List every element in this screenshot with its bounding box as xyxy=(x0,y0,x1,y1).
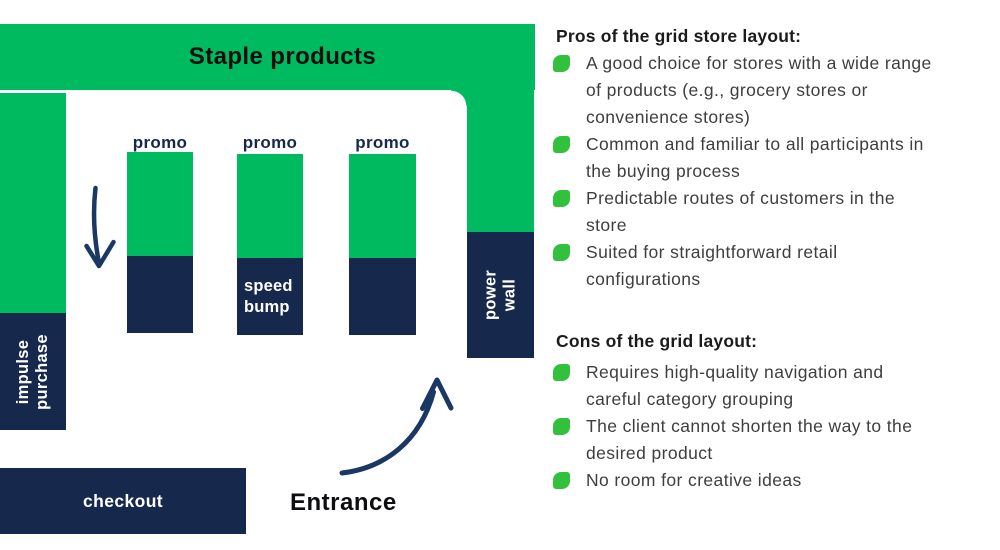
cons-heading: Cons of the grid layout: xyxy=(556,331,758,351)
promo-shelf-2 xyxy=(237,154,303,258)
pros-cons-panel: Pros of the grid store layout: A good ch… xyxy=(553,23,995,494)
power-wall-zone: power wall xyxy=(467,232,534,358)
checkout-label: checkout xyxy=(82,490,164,511)
speed-bump-zone: speed bump xyxy=(237,258,303,335)
pros-item: Suited for straightforward retail config… xyxy=(553,239,995,293)
entrance-flow-arrow-icon xyxy=(339,377,454,476)
promo-label-1: promo xyxy=(132,133,188,152)
cons-item-text: The client cannot shorten the way to the… xyxy=(586,416,913,463)
cons-item-text: Requires high-quality navigation and car… xyxy=(586,362,884,409)
impulse-purchase-zone: impulse purchase xyxy=(0,313,66,430)
pros-item-text: Suited for straightforward retail config… xyxy=(586,242,838,289)
staple-products-label: Staple products xyxy=(188,43,377,70)
speed-bump-label: speed bump xyxy=(244,276,293,316)
staple-products-shelf: Staple products xyxy=(0,24,535,90)
cons-item: No room for creative ideas xyxy=(553,467,995,494)
promo-shelf-3 xyxy=(349,154,416,258)
pros-item: Common and familiar to all participants … xyxy=(553,131,995,185)
promo-label-2: promo xyxy=(242,133,298,152)
power-wall-label: power wall xyxy=(481,269,519,321)
inner-corner-fillet xyxy=(451,90,467,106)
leaf-bullet-icon xyxy=(553,136,570,153)
leaf-bullet-icon xyxy=(553,472,570,489)
cons-item-text: No room for creative ideas xyxy=(586,470,802,490)
left-wall-shelf xyxy=(0,93,66,313)
pros-heading: Pros of the grid store layout: xyxy=(556,26,802,46)
cons-list: Requires high-quality navigation and car… xyxy=(553,359,995,494)
promo-shelf-1-end xyxy=(127,256,193,333)
promo-shelf-3-end xyxy=(349,258,416,335)
cons-item: Requires high-quality navigation and car… xyxy=(553,359,995,413)
leaf-bullet-icon xyxy=(553,244,570,261)
promo-shelf-1 xyxy=(127,152,193,256)
pros-item-text: Predictable routes of customers in the s… xyxy=(586,188,895,235)
pros-item: A good choice for stores with a wide ran… xyxy=(553,50,995,131)
leaf-bullet-icon xyxy=(553,55,570,72)
entrance-label: Entrance xyxy=(290,489,397,516)
pros-item-text: A good choice for stores with a wide ran… xyxy=(586,53,932,127)
impulse-purchase-label: impulse purchase xyxy=(14,333,52,410)
leaf-bullet-icon xyxy=(553,364,570,381)
pros-item-text: Common and familiar to all participants … xyxy=(586,134,924,181)
leaf-bullet-icon xyxy=(553,418,570,435)
leaf-bullet-icon xyxy=(553,190,570,207)
pros-item: Predictable routes of customers in the s… xyxy=(553,185,995,239)
customer-flow-down-arrow-icon xyxy=(84,185,116,269)
checkout-zone: checkout xyxy=(0,468,246,534)
right-wall-shelf xyxy=(467,90,534,232)
promo-label-3: promo xyxy=(355,133,410,152)
cons-item: The client cannot shorten the way to the… xyxy=(553,413,995,467)
pros-list: A good choice for stores with a wide ran… xyxy=(553,50,995,293)
